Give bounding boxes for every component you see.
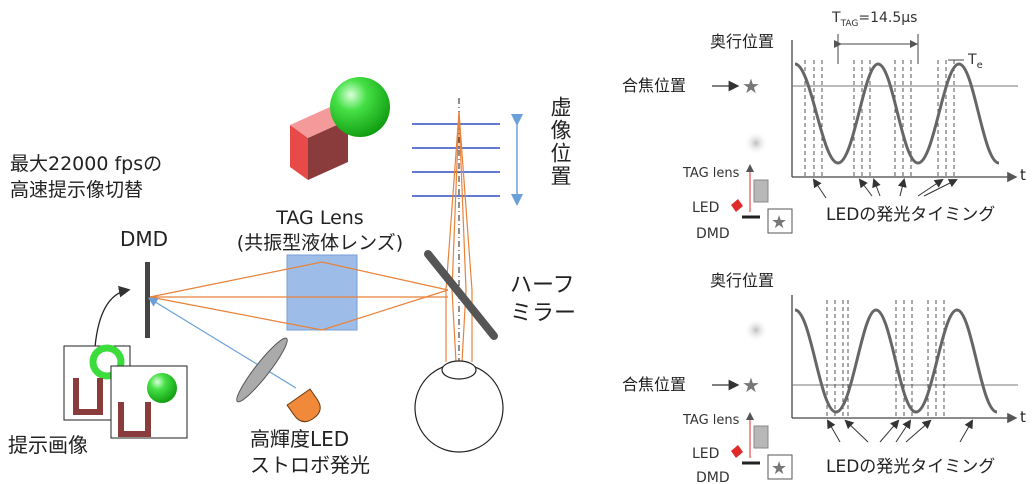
condenser-lens bbox=[236, 337, 288, 403]
half-mirror bbox=[424, 250, 498, 340]
top-focus-star: ★ bbox=[742, 74, 760, 98]
bottom-led-timing-arrows bbox=[827, 419, 973, 443]
bottom-focus-label: 合焦位置 bbox=[622, 375, 686, 394]
bottom-dmd-label: DMD bbox=[696, 470, 730, 484]
top-mini-image-box bbox=[767, 208, 793, 234]
sphere-object bbox=[330, 77, 390, 137]
timing-panel-bottom: 奥行位置 合焦位置 ★ t LEDの発光タイミング TAG lens LED D… bbox=[622, 271, 1026, 484]
ttag-label: TTAG=14.5μs bbox=[831, 10, 917, 29]
top-focus-label: 合焦位置 bbox=[622, 76, 686, 95]
bottom-mini-image-star: ★ bbox=[771, 458, 787, 479]
bottom-mini-led bbox=[731, 445, 743, 458]
tag-lens-label-line1: TAG Lens bbox=[275, 207, 363, 229]
dmd-device bbox=[145, 262, 150, 338]
tag-lens-block bbox=[286, 254, 358, 331]
bottom-t-axis-label: t bbox=[1020, 408, 1026, 426]
bottom-mini-tag-lens bbox=[753, 425, 769, 449]
top-t-axis-label: t bbox=[1020, 166, 1026, 184]
led-label-line2: ストロボ発光 bbox=[250, 453, 370, 477]
presented-image-label: 提示画像 bbox=[8, 433, 88, 457]
bottom-led-label: LED bbox=[692, 446, 719, 462]
led-light-path bbox=[147, 297, 297, 389]
top-blurred-star bbox=[744, 131, 768, 155]
half-mirror-label-line1: ハーフ bbox=[510, 273, 575, 298]
bottom-mini-image-box bbox=[767, 454, 793, 480]
top-led-timing-label: LEDの発光タイミング bbox=[826, 205, 995, 225]
fps-label-line2: 高速提示像切替 bbox=[10, 179, 143, 201]
dmd-label: DMD bbox=[120, 227, 168, 251]
bottom-tag-waveform bbox=[794, 308, 998, 414]
optical-diagram: 最大22000 fpsの 高速提示像切替 DMD TAG Lens (共振型液体… bbox=[8, 77, 576, 477]
bottom-blurred-star bbox=[744, 318, 768, 342]
top-dmd-label: DMD bbox=[696, 226, 730, 242]
bottom-tag-lens-label: TAG lens bbox=[682, 413, 740, 428]
bottom-depth-label: 奥行位置 bbox=[710, 271, 774, 290]
optical-rays bbox=[149, 111, 473, 363]
eye bbox=[414, 360, 504, 453]
top-mini-image-star: ★ bbox=[771, 212, 787, 233]
top-led-timing-arrows bbox=[812, 178, 958, 199]
bottom-focus-star: ★ bbox=[742, 373, 760, 397]
led-light-source bbox=[286, 388, 321, 423]
image-to-dmd-arrow bbox=[94, 285, 131, 348]
top-depth-label: 奥行位置 bbox=[710, 32, 774, 51]
virtual-image-position-label: 虚像位置 bbox=[548, 96, 572, 188]
top-tag-waveform bbox=[794, 62, 1000, 165]
bottom-led-timing-label: LEDの発光タイミング bbox=[826, 457, 995, 477]
timing-panel-top: TTAG=14.5μs Te 奥行位置 合焦位置 ★ t LEDの発光タイミング… bbox=[622, 10, 1026, 242]
top-mini-led bbox=[731, 199, 743, 212]
half-mirror-label-line2: ミラー bbox=[510, 301, 576, 326]
led-label-line1: 高輝度LED bbox=[250, 427, 349, 451]
top-strobe-lines bbox=[804, 60, 955, 177]
top-led-label: LED bbox=[692, 200, 719, 216]
presented-image-front bbox=[110, 365, 188, 439]
top-tag-lens-label: TAG lens bbox=[682, 166, 740, 181]
fps-label-line1: 最大22000 fpsの bbox=[10, 153, 162, 175]
top-mini-tag-lens bbox=[753, 179, 769, 203]
tag-lens-label-line2: (共振型液体レンズ) bbox=[237, 232, 403, 254]
te-label: Te bbox=[967, 52, 983, 71]
